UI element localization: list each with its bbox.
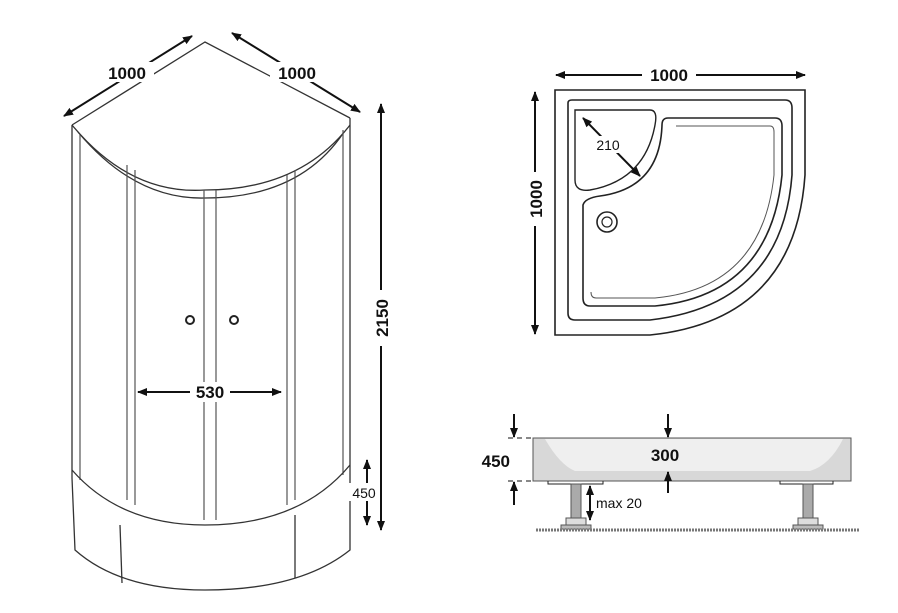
cabin-roof-inner-arc [77,131,345,199]
dim-width-right: 1000 [278,64,316,83]
cabin-drawing [71,41,351,591]
dim-plan-depth: 1000 [527,180,546,218]
cabin-bottom-arc [71,464,351,526]
dim-door-width: 530 [196,383,224,402]
dim-width-left: 1000 [108,64,146,83]
dim-tray-depth: 300 [651,446,679,465]
dim-plan-width: 1000 [650,66,688,85]
leg-right [792,483,824,530]
door-handle-right [229,315,239,325]
dim-tray-height: 450 [352,485,376,501]
cabin-sides [71,118,351,478]
door-handle-left [185,315,195,325]
tray-side-drawing [508,437,860,532]
cabin-tray-apron [71,470,351,591]
dim-seat-radius: 210 [596,137,620,153]
cabin-roof-back [71,41,351,126]
door-frames [79,130,344,520]
cabin-roof-front-arc [71,124,351,191]
dim-height: 2150 [373,299,392,337]
drain-icon [596,211,618,233]
dim-side-height: 450 [482,452,510,471]
leg-left [560,483,592,530]
dim-leg-adjust: max 20 [596,495,642,511]
